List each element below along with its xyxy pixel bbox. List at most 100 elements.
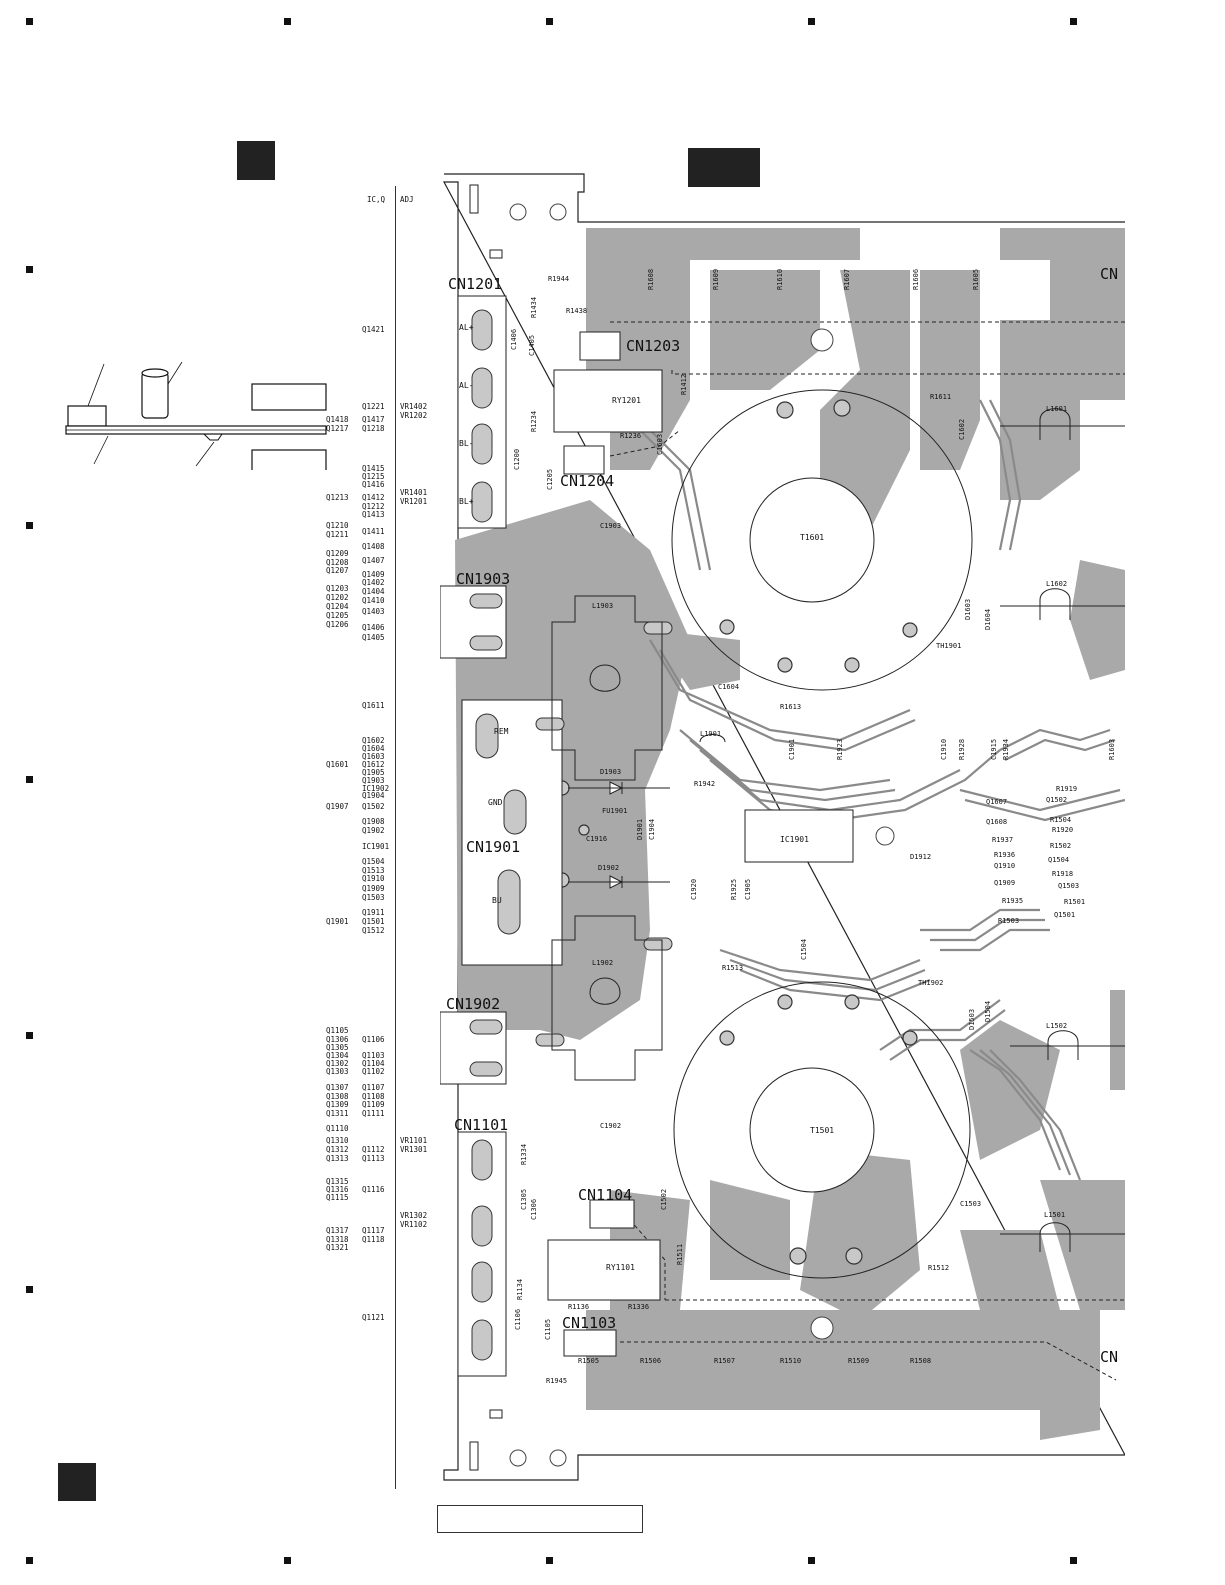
component-label-r1606: R1606 — [912, 268, 920, 290]
registration-mark — [26, 776, 33, 783]
index-entry: Q1904 — [362, 791, 385, 800]
transformer-t1601 — [671, 389, 973, 691]
board-outline — [442, 173, 1125, 1481]
component-label-r1605: R1605 — [972, 268, 980, 290]
connector-label-cn1103: CN1103 — [562, 1314, 617, 1332]
index-entry: Q1903 — [362, 776, 385, 785]
index-entry: Q1406 — [362, 623, 385, 632]
section-block — [688, 148, 760, 187]
component-label-r1438: R1438 — [566, 307, 588, 315]
component-label-c1902: C1902 — [600, 1122, 622, 1130]
index-entry: IC1902 — [362, 784, 390, 793]
component-label-c1502: C1502 — [660, 1188, 668, 1210]
index-entry: Q1318 — [326, 1235, 349, 1244]
index-entry: Q1208 — [326, 558, 349, 567]
component-label-r1509: R1509 — [848, 1357, 870, 1365]
index-entry: Q1901 — [326, 917, 349, 926]
component-label-c1905: C1905 — [744, 878, 752, 900]
index-entry: Q1307 — [326, 1083, 349, 1092]
component-label-r1412: R1412 — [680, 373, 688, 395]
index-entry: Q1117 — [362, 1226, 385, 1235]
component-label-d1903: D1903 — [600, 768, 622, 776]
index-entry: Q1209 — [326, 549, 349, 558]
component-label-c1916: C1916 — [586, 835, 608, 843]
connector-label-cn1902: CN1902 — [446, 995, 501, 1013]
component-label-d1604: D1604 — [984, 608, 992, 630]
registration-mark — [808, 18, 815, 25]
registration-mark — [808, 1557, 815, 1564]
connector-label-cn1203: CN1203 — [626, 337, 681, 355]
index-entry: Q1908 — [362, 817, 385, 826]
connector-pin — [469, 593, 673, 1077]
component-label-r1513: R1513 — [722, 964, 744, 972]
index-entry: Q1218 — [362, 424, 385, 433]
index-entry: Q1107 — [362, 1083, 385, 1092]
connector-label-cn1104: CN1104 — [578, 1186, 633, 1204]
diode-symbol — [568, 425, 1125, 1235]
component-label-r1919: R1919 — [1056, 785, 1078, 793]
component-label-c1904: C1904 — [648, 818, 656, 840]
pin-label: BL- — [459, 439, 474, 448]
index-entry: Q1603 — [362, 752, 385, 761]
connector-label-cn1201: CN1201 — [448, 275, 503, 293]
component-label-c1603: C1603 — [656, 433, 664, 455]
component-label-r1512: R1512 — [928, 1264, 950, 1272]
index-entry: Q1416 — [362, 480, 385, 489]
index-entry: Q1503 — [362, 893, 385, 902]
index-entry: Q1310 — [326, 1136, 349, 1145]
index-entry: Q1303 — [326, 1067, 349, 1076]
component-label-r1511: R1511 — [676, 1243, 684, 1265]
registration-mark — [546, 18, 553, 25]
index-entry: VR1401 — [400, 488, 428, 497]
component-label-c1910: C1910 — [940, 738, 948, 760]
component-label-r1508: R1508 — [910, 1357, 932, 1365]
index-entry: Q1103 — [362, 1051, 385, 1060]
transformer-label-t1601: T1601 — [800, 533, 825, 542]
registration-mark — [546, 1557, 553, 1564]
component-label-d1912: D1912 — [910, 853, 932, 861]
component-label-r1134: R1134 — [516, 1278, 524, 1300]
component-label-d1603: D1603 — [964, 598, 972, 620]
index-entry: IC1901 — [362, 842, 390, 851]
component-label-r1937: R1937 — [992, 836, 1014, 844]
index-entry: Q1501 — [362, 917, 385, 926]
connector-body — [67, 405, 107, 427]
component-label-c1915: C1915 — [990, 738, 998, 760]
index-entry: Q1106 — [362, 1035, 385, 1044]
component-label-r1234: R1234 — [530, 410, 538, 432]
index-entry: Q1403 — [362, 607, 385, 616]
callout-box — [251, 449, 327, 470]
index-divider — [395, 186, 396, 1489]
connector-label-cn-br: CN — [1100, 1348, 1119, 1366]
component-label-fu1901: FU1901 — [602, 807, 628, 815]
component-label-r1944: R1944 — [548, 275, 570, 283]
ic-label-ic1901: IC1901 — [780, 835, 809, 844]
component-label-l1601: L1601 — [1046, 405, 1068, 413]
registration-mark — [284, 18, 291, 25]
index-entry: Q1907 — [326, 802, 349, 811]
connector-label-cn1901: CN1901 — [466, 838, 521, 856]
component-label-r1336: R1336 — [628, 1303, 650, 1311]
index-entry: Q1109 — [362, 1100, 385, 1109]
index-entry: Q1205 — [326, 611, 349, 620]
index-entry: Q1108 — [362, 1092, 385, 1101]
capacitor-body — [141, 371, 169, 419]
index-entry: VR1302 — [400, 1211, 428, 1220]
index-entry: Q1504 — [362, 857, 385, 866]
index-entry: Q1210 — [326, 521, 349, 530]
index-entry: Q1121 — [362, 1313, 385, 1322]
component-label-r1610: R1610 — [776, 268, 784, 290]
component-label-l1903: L1903 — [592, 602, 614, 610]
index-entry: Q1417 — [362, 415, 385, 424]
component-label-c1106: C1106 — [514, 1308, 522, 1330]
component-label-l1602: L1602 — [1046, 580, 1068, 588]
index-entry: Q1215 — [362, 472, 385, 481]
component-label-q1503: Q1503 — [1058, 882, 1080, 890]
component-label-l1901: L1901 — [700, 730, 722, 738]
component-label-r1236: R1236 — [620, 432, 642, 440]
index-entry: Q1102 — [362, 1067, 385, 1076]
index-entry: Q1405 — [362, 633, 385, 642]
component-label-r1503: R1503 — [998, 917, 1020, 925]
index-entry: Q1203 — [326, 584, 349, 593]
component-label-d1901: D1901 — [636, 818, 644, 840]
